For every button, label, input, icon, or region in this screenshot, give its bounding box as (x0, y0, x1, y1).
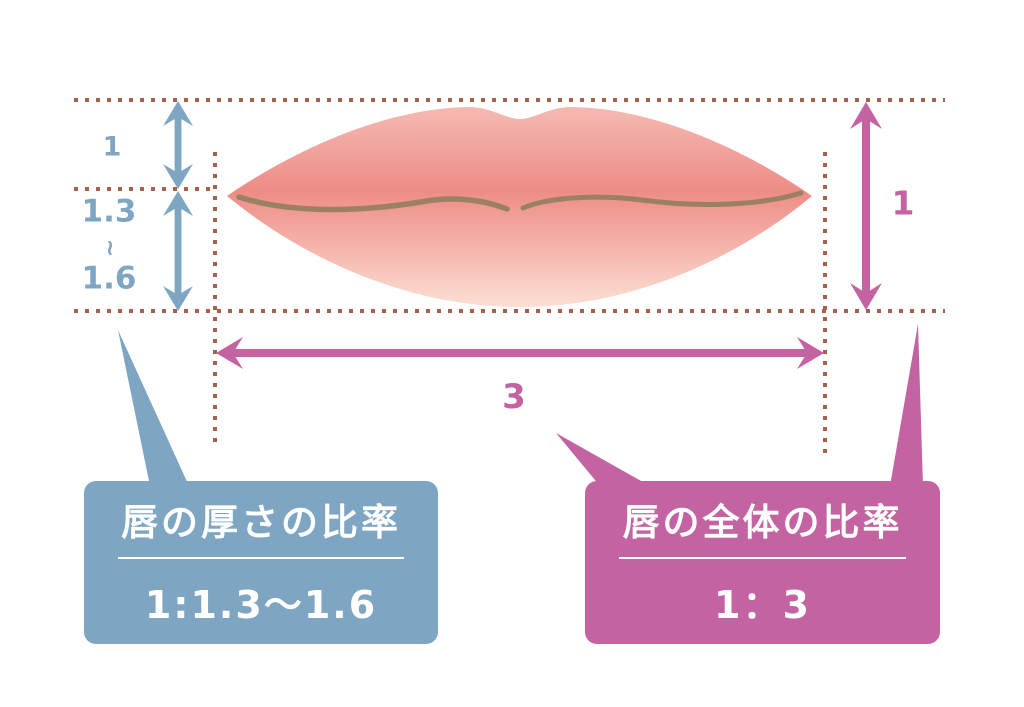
total-height-arrow (850, 102, 882, 310)
lips-shape (227, 107, 812, 307)
upper-lip-height-arrow (163, 101, 193, 189)
total-height-value-label: 1 (891, 183, 915, 223)
overall-callout-pointer-right (890, 324, 923, 486)
thickness-ratio-value: 1:1.3〜1.6 (144, 583, 378, 627)
divider (117, 557, 405, 559)
lower-lip-max-value-label: 1.6 (81, 260, 137, 297)
range-tilde-label: ~ (97, 238, 122, 258)
lower-lip-min-value-label: 1.3 (81, 193, 137, 230)
overall-ratio-value: 1：3 (714, 583, 811, 627)
lips-illustration (227, 107, 812, 307)
upper-lip-value-label: 1 (102, 131, 122, 163)
overall-ratio-title: 唇の全体の比率 (622, 502, 903, 543)
total-width-value-label: 3 (502, 377, 526, 417)
overall-callout-pointer-left (556, 433, 650, 486)
thickness-callout-pointer (118, 330, 189, 486)
mouth-line-left (236, 194, 510, 213)
mouth-line-right (520, 190, 804, 211)
overall-ratio-callout: 唇の全体の比率 1：3 (585, 481, 940, 644)
total-width-arrow (216, 337, 824, 369)
divider (618, 557, 907, 559)
lower-lip-height-arrow (163, 191, 193, 311)
thickness-ratio-callout: 唇の厚さの比率 1:1.3〜1.6 (84, 481, 438, 644)
thickness-ratio-title: 唇の厚さの比率 (121, 502, 401, 543)
